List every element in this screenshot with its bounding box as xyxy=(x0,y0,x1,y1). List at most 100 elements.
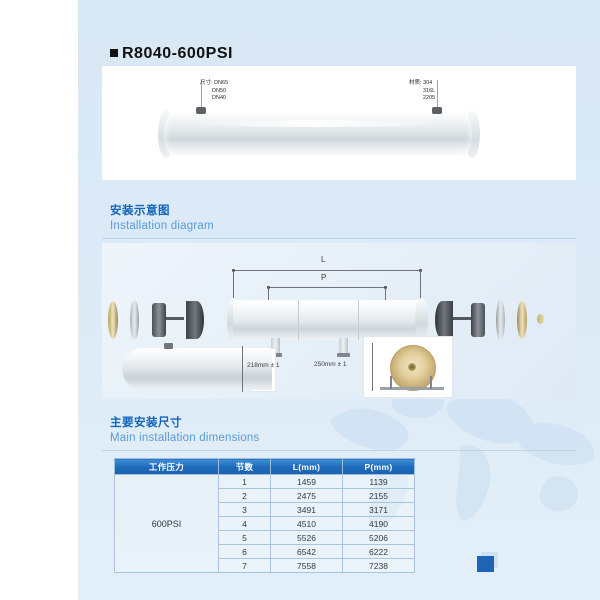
table-row: 600PSI 1 1459 1139 xyxy=(114,474,415,573)
catalog-page: R8040-600PSI 尺寸: DN65 DN50 DN40 材质: 304 … xyxy=(78,0,600,600)
dimension-tick-p-right xyxy=(385,287,386,300)
cell-pitch: 4190 xyxy=(342,516,415,531)
col-header-pitch: P(mm) xyxy=(342,458,415,475)
cell-length: 7558 xyxy=(270,558,343,573)
section-divider-2 xyxy=(102,450,576,451)
col-header-length: L(mm) xyxy=(270,458,343,475)
cell-sections: 1 xyxy=(218,474,271,489)
accent-square xyxy=(477,556,494,572)
cell-pitch: 3171 xyxy=(342,502,415,517)
end-plate-left xyxy=(108,301,118,339)
size-value-3: DN40 xyxy=(212,95,227,101)
side-port-left xyxy=(196,107,206,114)
dimensions-table: 工作压力 节数 L(mm) P(mm) 600PSI 1 1459 1139 2… xyxy=(114,458,415,573)
section-title-en: Installation diagram xyxy=(110,220,214,232)
side-view-port xyxy=(164,343,173,349)
saddle-bracket-2 xyxy=(339,338,348,354)
size-annotation: 尺寸: DN65 DN50 DN40 xyxy=(200,80,228,103)
diameter-note: 218mm ± 1 xyxy=(247,362,280,369)
side-view-vessel xyxy=(122,348,272,390)
page-title: R8040-600PSI xyxy=(110,45,233,63)
diameter-dim-line xyxy=(242,346,243,392)
material-label: 材质: xyxy=(409,80,422,86)
pressure-vessel-body xyxy=(164,112,472,156)
dimension-line-length xyxy=(233,270,421,271)
cell-sections: 6 xyxy=(218,544,271,559)
inset-note: 250mm ± 1 xyxy=(314,361,347,368)
cell-pressure: 600PSI xyxy=(114,474,219,573)
dimension-tick-l-left xyxy=(233,270,234,300)
section-header-installation-diagram: 安装示意图 Installation diagram xyxy=(110,202,214,232)
section-title-cn: 安装示意图 xyxy=(110,205,170,217)
nut-right xyxy=(537,314,544,324)
section-header-main-dimensions: 主要安装尺寸 Main installation dimensions xyxy=(110,414,259,444)
saddle-bracket-1 xyxy=(271,338,280,354)
retaining-ring-right xyxy=(496,300,505,340)
cell-length: 6542 xyxy=(270,544,343,559)
square-bullet-icon xyxy=(110,49,118,57)
dimension-tick-p-left xyxy=(268,287,269,300)
end-view-inset xyxy=(363,336,453,398)
port-stem-left xyxy=(201,80,202,107)
material-value-1: 304 xyxy=(423,80,433,86)
cell-pitch: 2155 xyxy=(342,488,415,503)
table-header-row: 工作压力 节数 L(mm) P(mm) xyxy=(114,458,415,475)
cell-length: 4510 xyxy=(270,516,343,531)
size-label: 尺寸: xyxy=(200,80,213,86)
col-header-sections: 节数 xyxy=(218,458,271,475)
table-row: 3 3491 3171 xyxy=(115,502,415,517)
material-value-3: 2205 xyxy=(423,95,436,101)
center-hub-icon xyxy=(408,363,416,371)
cell-length: 1459 xyxy=(270,474,343,489)
shaft-right xyxy=(453,317,471,320)
side-port-right xyxy=(432,107,442,114)
vessel-seam-1 xyxy=(298,300,299,340)
cell-sections: 4 xyxy=(218,516,271,531)
cell-pitch: 5206 xyxy=(342,530,415,545)
vessel-seam-2 xyxy=(358,300,359,340)
inset-baseplate xyxy=(380,387,444,390)
size-value-2: DN50 xyxy=(212,87,227,94)
retaining-ring-left xyxy=(130,300,139,340)
cell-length: 3491 xyxy=(270,502,343,517)
dimension-line-pitch xyxy=(268,287,386,288)
adapter-cone-left xyxy=(186,301,204,339)
cell-sections: 7 xyxy=(218,558,271,573)
cell-sections: 2 xyxy=(218,488,271,503)
dimension-label-length: L xyxy=(321,255,326,264)
table-row: 5 5526 5206 xyxy=(115,530,415,545)
cell-length: 5526 xyxy=(270,530,343,545)
section-title-cn-2: 主要安装尺寸 xyxy=(110,417,182,429)
col-header-pressure: 工作压力 xyxy=(114,458,219,475)
product-photo: 尺寸: DN65 DN50 DN40 材质: 304 316L 2205 xyxy=(102,66,576,180)
cell-pitch: 1139 xyxy=(342,474,415,489)
cell-sections: 5 xyxy=(218,530,271,545)
cell-sections: 3 xyxy=(218,502,271,517)
saddle-foot-2 xyxy=(337,353,350,357)
inset-bolt-right xyxy=(430,376,432,389)
inset-dim-line xyxy=(372,343,373,391)
cell-length: 2475 xyxy=(270,488,343,503)
adapter-cone-right xyxy=(435,301,453,339)
table-row: 7 7558 7238 xyxy=(115,558,415,573)
seal-head-right xyxy=(471,303,485,337)
product-model: R8040-600PSI xyxy=(122,45,233,62)
shaft-left xyxy=(166,317,184,320)
cell-pitch: 6222 xyxy=(342,544,415,559)
dimension-label-pitch: P xyxy=(321,273,327,282)
material-value-2: 316L xyxy=(423,87,436,94)
table-row: 2 2475 2155 xyxy=(115,488,415,503)
size-value-1: DN65 xyxy=(214,80,229,86)
dimension-tick-l-right xyxy=(420,270,421,300)
section-divider-1 xyxy=(102,238,576,239)
end-plate-right xyxy=(517,301,527,339)
vessel-endcap-right xyxy=(415,298,428,342)
cell-pitch: 7238 xyxy=(342,558,415,573)
vessel-body-exploded xyxy=(233,300,421,340)
seal-head-left xyxy=(152,303,166,337)
port-stem-right xyxy=(437,80,438,107)
material-annotation: 材质: 304 316L 2205 xyxy=(409,80,435,103)
installation-diagram: L P xyxy=(102,243,576,399)
section-title-en-2: Main installation dimensions xyxy=(110,432,260,444)
inset-bolt-left xyxy=(390,376,392,389)
